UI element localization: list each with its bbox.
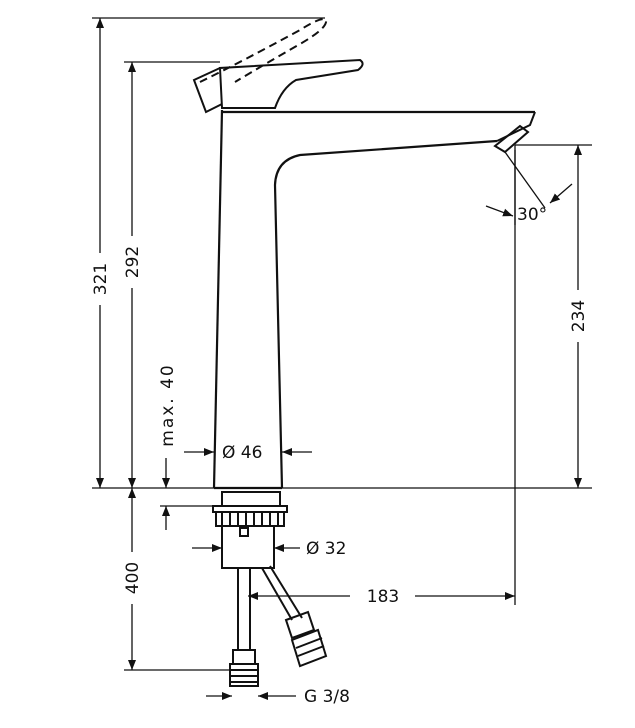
lever-open-outline — [199, 18, 328, 83]
dim-spray-angle: 30° — [485, 183, 573, 225]
dim-projection: 183 — [248, 587, 515, 607]
dim-body-height: 292 — [123, 62, 143, 488]
dim-shank-diameter: Ø 32 — [192, 539, 346, 559]
dim-below-deck: 400 — [123, 488, 143, 670]
dim-connection: G 3/8 — [206, 687, 350, 707]
supply-hose-right — [261, 565, 328, 668]
faucet-body — [212, 109, 535, 490]
dim-total-height-label: 321 — [91, 263, 111, 295]
dim-max-thickness-label: max. 40 — [158, 363, 178, 446]
lever-handle — [192, 58, 364, 114]
dim-body-diameter-label: Ø 46 — [222, 443, 262, 463]
supply-hose-left — [229, 568, 259, 687]
dim-max-thickness: max. 40 — [158, 363, 214, 530]
dim-body-height-label: 292 — [123, 246, 143, 278]
dim-spout-height: 234 — [569, 145, 589, 488]
shank — [221, 525, 275, 569]
dim-below-deck-label: 400 — [123, 562, 143, 594]
extension-lines — [92, 17, 592, 671]
dim-connection-label: G 3/8 — [304, 687, 350, 707]
dim-body-diameter: Ø 46 — [184, 443, 312, 463]
dim-shank-diameter-label: Ø 32 — [306, 539, 346, 559]
dim-projection-label: 183 — [367, 587, 399, 607]
mounting-nut — [212, 491, 288, 527]
dim-total-height: 321 — [91, 18, 111, 488]
dim-spout-height-label: 234 — [569, 300, 589, 332]
dim-spray-angle-label: 30° — [517, 205, 547, 225]
